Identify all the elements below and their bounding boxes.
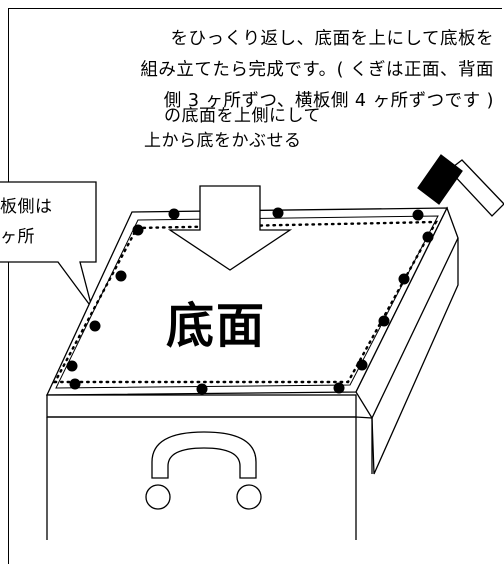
page-frame bbox=[8, 8, 502, 564]
box-front-panel bbox=[46, 394, 357, 418]
instruction-line-1: をひっくり返し、底面を上にして底板を bbox=[170, 29, 494, 49]
nail bbox=[398, 273, 410, 285]
callout-bubble bbox=[0, 181, 97, 309]
nail bbox=[69, 378, 81, 390]
instruction-text: をひっくり返し、底面を上にして底板を 組み立てたら完成です。( くぎは正面、背面… bbox=[34, 24, 494, 117]
box-front-drawer bbox=[46, 416, 373, 540]
nail bbox=[89, 320, 101, 332]
nails bbox=[66, 207, 434, 395]
nail bbox=[168, 208, 180, 220]
nail bbox=[196, 383, 208, 395]
down-arrow-icon bbox=[167, 185, 293, 271]
nail bbox=[333, 382, 345, 394]
hammer-icon bbox=[417, 154, 504, 217]
hole-right bbox=[236, 484, 262, 510]
arrow-note-line-2: 上から底をかぶせる bbox=[144, 131, 302, 151]
box-inner-rim bbox=[55, 215, 439, 389]
arrow-note-line-1: の底面を上側にして bbox=[164, 106, 321, 126]
nail bbox=[132, 224, 144, 236]
drawer-handle bbox=[151, 431, 257, 479]
instruction-line-2: 組み立てたら完成です。( くぎは正面、背面 bbox=[140, 60, 494, 80]
nail bbox=[272, 207, 284, 219]
nail-guide-line bbox=[53, 220, 439, 384]
arrow-note: の底面を上側にして 上から底をかぶせる bbox=[144, 104, 384, 154]
nail bbox=[356, 359, 368, 371]
callout-line-1: 板側は bbox=[0, 197, 53, 217]
nail bbox=[412, 209, 424, 221]
bottom-face-label: 底面 bbox=[166, 298, 267, 354]
callout-line-2: ヶ所 bbox=[0, 227, 35, 247]
nail bbox=[66, 360, 78, 372]
nail bbox=[422, 231, 434, 243]
callout-text: 板側は ヶ所 bbox=[0, 192, 53, 252]
nail bbox=[115, 270, 127, 282]
instruction-line-3: 側 3 ヶ所ずつ、横板側 4 ヶ所ずつです ) bbox=[163, 91, 494, 111]
hole-left bbox=[145, 484, 171, 510]
box-right-face bbox=[371, 238, 459, 475]
nail bbox=[378, 315, 390, 327]
